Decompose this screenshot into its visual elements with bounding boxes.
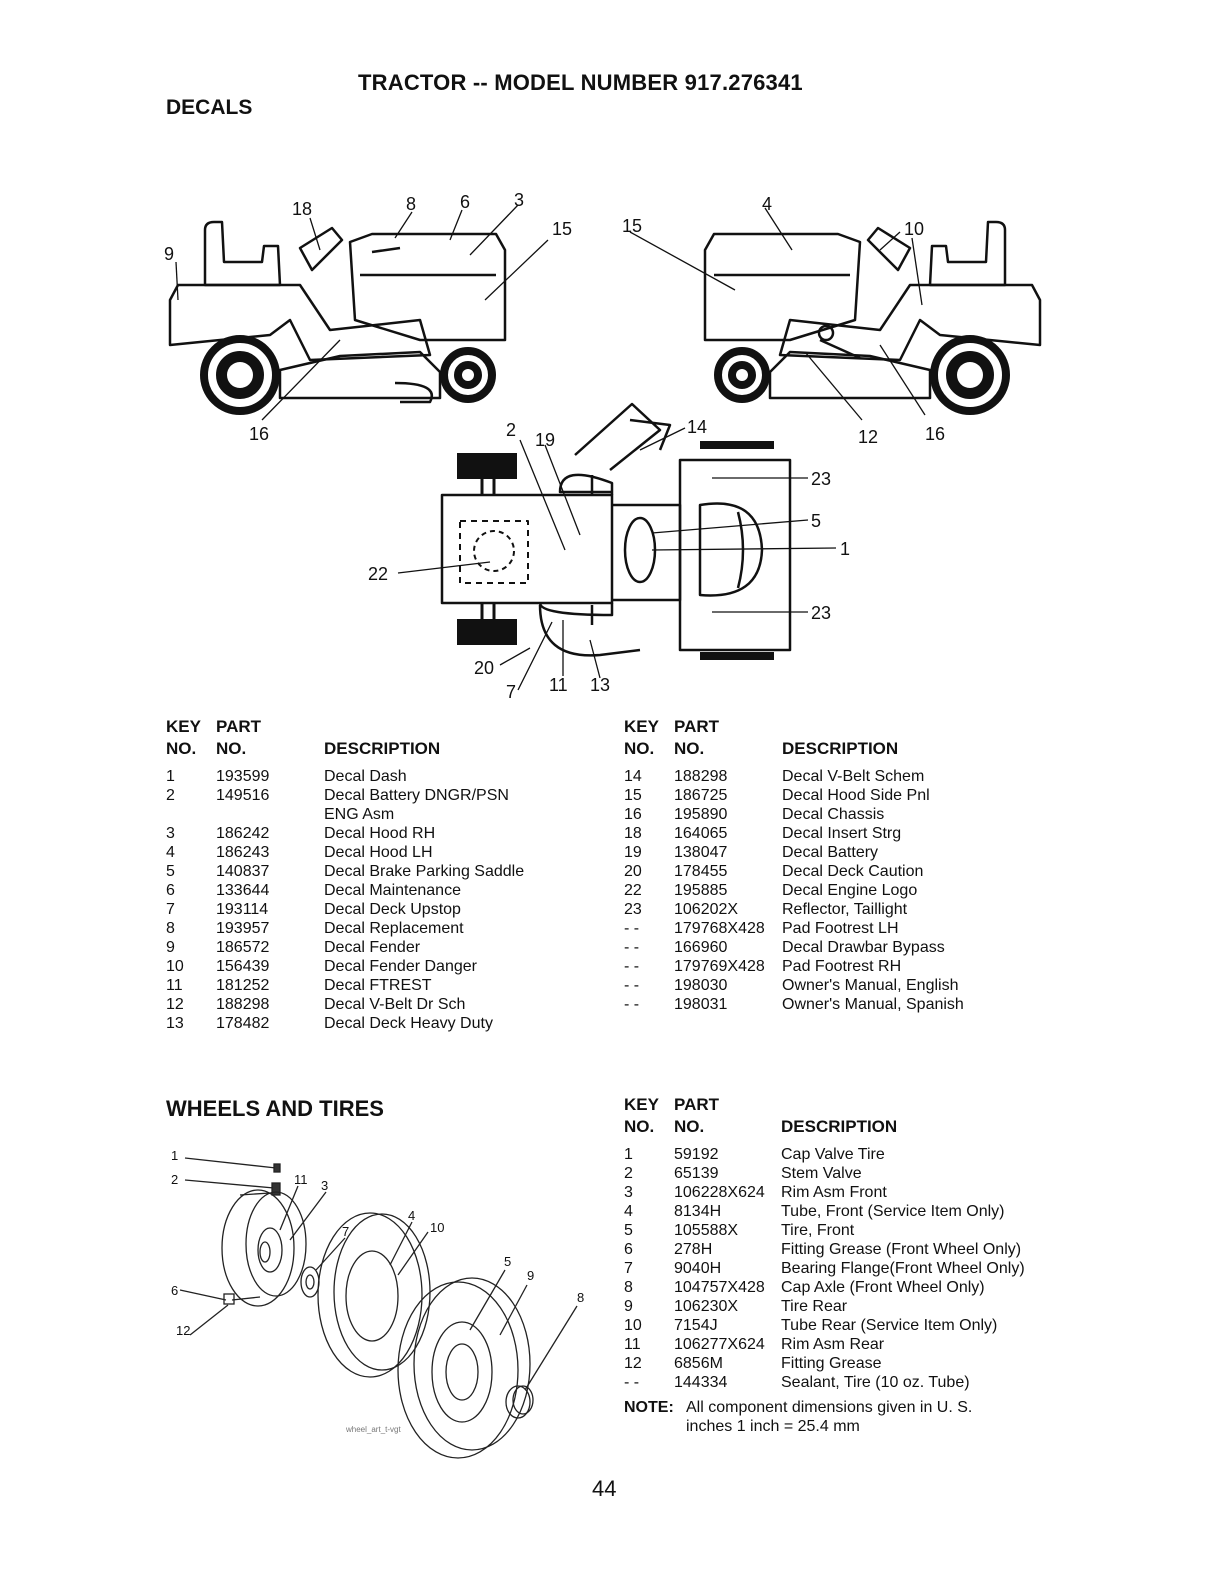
wheel-callout-10: 10 [430,1220,444,1235]
decals-left-part-header: NO. [216,739,247,758]
callout-8: 8 [406,194,416,214]
wheel-callout-9: 9 [527,1268,534,1283]
wheel-callout-6: 6 [171,1283,178,1298]
decals-left-key-header: NO. [166,739,197,758]
wheel-callout-11: 11 [294,1172,308,1187]
wheels-desc-header: DESCRIPTION [781,1117,898,1136]
callout-12: 12 [858,427,878,447]
note-label: NOTE: [624,1399,674,1416]
decals-right-part-header-top: PART [674,717,720,736]
callout-2: 2 [506,420,516,440]
callout-16-left: 16 [249,424,269,444]
decals-left-part-header-top: PART [216,717,262,736]
callout-5: 5 [811,511,821,531]
callout-4: 4 [762,194,772,214]
callout-3: 3 [514,190,524,210]
wheel-callout-5: 5 [504,1254,511,1269]
callout-16-right: 16 [925,424,945,444]
wheel-callout-4: 4 [408,1208,415,1223]
decals-left-desc-header: DESCRIPTION [324,739,441,758]
callout-7: 7 [506,682,516,702]
page-number: 44 [592,1476,617,1501]
wheel-art-code: wheel_art_t-vgt [345,1425,401,1434]
callout-18: 18 [292,199,312,219]
wheel-callout-1: 1 [171,1148,178,1163]
callout-20: 20 [474,658,494,678]
decals-left-key-header-top: KEY [166,717,201,736]
wheel-callout-7: 7 [342,1224,349,1239]
wheel-callout-2: 2 [171,1172,178,1187]
callout-15-right: 15 [622,216,642,236]
decals-right-part-header: NO. [674,739,705,758]
note-text-line1: All component dimensions given in U. S. [686,1399,973,1416]
callout-6: 6 [460,192,470,212]
wheel-callout-3: 3 [321,1178,328,1193]
decals-diagram: 18 8 6 3 15 9 16 15 4 10 12 16 2 19 14 2… [164,190,1042,702]
callout-9: 9 [164,244,174,264]
callout-1: 1 [840,539,850,559]
callout-13: 13 [590,675,610,695]
decals-right-key-header: NO. [624,739,655,758]
callout-23-bottom: 23 [811,603,831,623]
wheels-part-header-top: PART [674,1095,720,1114]
callout-19: 19 [535,430,555,450]
wheels-key-header: NO. [624,1117,655,1136]
decals-right-desc-header: DESCRIPTION [782,739,899,758]
callout-10: 10 [904,219,924,239]
page-title: TRACTOR -- MODEL NUMBER 917.276341 [358,70,803,95]
tractor-top-view [440,402,792,657]
note-text-line2: inches 1 inch = 25.4 mm [686,1418,860,1435]
callout-14: 14 [687,417,707,437]
callout-11: 11 [549,675,568,695]
decals-right-key-header-top: KEY [624,717,659,736]
wheel-callout-12: 12 [176,1323,190,1338]
callout-23-top: 23 [811,469,831,489]
wheels-part-header: NO. [674,1117,705,1136]
wheel-callout-8: 8 [577,1290,584,1305]
callout-15-left: 15 [552,219,572,239]
wheels-key-header-top: KEY [624,1095,659,1114]
callout-22: 22 [368,564,388,584]
section-title-decals: DECALS [166,96,253,119]
section-title-wheels: WHEELS AND TIRES [166,1096,384,1121]
